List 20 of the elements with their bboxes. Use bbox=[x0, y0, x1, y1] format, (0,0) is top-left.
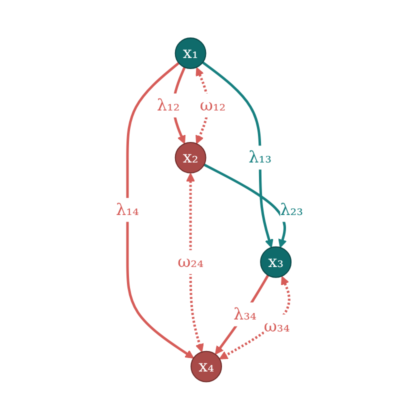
arrow bbox=[204, 164, 288, 248]
edge-label: λ₂₃ bbox=[280, 200, 304, 219]
arrow bbox=[202, 61, 274, 248]
node-circle bbox=[175, 38, 207, 70]
node-circle bbox=[175, 142, 207, 174]
edge-label: ω₃₄ bbox=[264, 316, 290, 336]
arrow bbox=[126, 62, 194, 359]
edge-label: λ₁₄ bbox=[116, 200, 140, 219]
arrow bbox=[215, 274, 270, 355]
edge-label: λ₁₂ bbox=[157, 96, 180, 115]
edge-label: ω₂₄ bbox=[178, 252, 204, 272]
edge-label: λ₃₄ bbox=[234, 304, 257, 324]
graph-diagram: λ₁₂ ω₁₂ λ₁₃ λ₁₄ λ₂₃ ω₂₄ λ₃₄ ω₃₄ x₁ x₂ x₃ x₄ bbox=[108, 30, 312, 390]
node-circle bbox=[260, 246, 292, 278]
arrow bbox=[220, 276, 291, 360]
arrow bbox=[172, 66, 186, 144]
edge-label: ω₁₂ bbox=[200, 96, 226, 115]
edge-label: λ₁₃ bbox=[249, 148, 272, 167]
node-circle bbox=[191, 350, 222, 382]
arrow bbox=[186, 173, 204, 352]
